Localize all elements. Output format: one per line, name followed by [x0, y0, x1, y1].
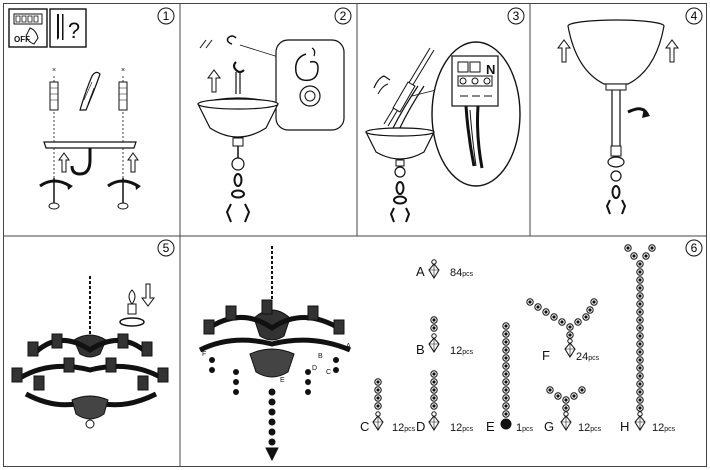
- svg-text:B: B: [416, 342, 425, 357]
- svg-text:12pcs: 12pcs: [652, 422, 676, 434]
- svg-text:12pcs: 12pcs: [578, 422, 602, 434]
- part-c: C 12pcs: [360, 378, 416, 434]
- svg-text:C: C: [360, 419, 369, 434]
- svg-text:2: 2: [340, 9, 347, 23]
- svg-text:×: ×: [52, 67, 56, 74]
- step-number-1: 1: [157, 7, 175, 25]
- part-b: B 12pcs: [416, 316, 474, 357]
- svg-text:4: 4: [691, 9, 698, 23]
- step-number-6: 6: [685, 239, 703, 257]
- svg-text:12pcs: 12pcs: [450, 422, 474, 434]
- svg-text:H: H: [620, 419, 629, 434]
- svg-text:F: F: [542, 348, 550, 363]
- svg-text:3: 3: [513, 9, 520, 23]
- svg-text:A: A: [416, 264, 425, 279]
- svg-text:?: ?: [68, 18, 80, 43]
- part-f: F 24pcs: [526, 298, 600, 363]
- part-g: G 12pcs: [544, 386, 602, 434]
- step-number-3: 3: [507, 7, 525, 25]
- svg-text:12pcs: 12pcs: [450, 345, 474, 357]
- panel-1-mounting: OFF ? × ×: [8, 8, 141, 210]
- svg-text:N: N: [486, 62, 495, 77]
- svg-text:5: 5: [163, 241, 170, 255]
- svg-text:×: ×: [121, 67, 125, 74]
- panel-2-hang-chandelier: [197, 35, 345, 223]
- parts-list: A 84pcs B 12pcs C 12pcs D 12pcs: [360, 244, 676, 434]
- panel-frames: [3, 3, 707, 467]
- svg-text:A: A: [346, 343, 351, 350]
- svg-text:F: F: [202, 351, 206, 358]
- svg-text:B: B: [318, 353, 323, 360]
- svg-text:84pcs: 84pcs: [450, 267, 474, 279]
- svg-text:E: E: [486, 419, 495, 434]
- panel-4-fix-canopy: [557, 19, 679, 215]
- power-off-icon: OFF: [8, 8, 48, 48]
- svg-text:12pcs: 12pcs: [392, 422, 416, 434]
- panel-6-chandelier: A F B E D C: [198, 246, 351, 462]
- part-d: D 12pcs: [416, 370, 474, 434]
- svg-text:G: G: [544, 419, 554, 434]
- svg-text:E: E: [280, 377, 285, 384]
- panel-5-insert-bulbs: [11, 276, 169, 429]
- step-number-2: 2: [334, 7, 352, 25]
- svg-text:OFF: OFF: [14, 35, 30, 44]
- panel-3-wiring: N: [365, 41, 521, 223]
- svg-text:C: C: [326, 369, 331, 376]
- svg-text:1: 1: [163, 9, 170, 23]
- svg-text:24pcs: 24pcs: [576, 351, 600, 363]
- tools-question-icon: ?: [49, 8, 87, 48]
- part-h: H 12pcs: [620, 244, 676, 434]
- part-a: A 84pcs: [416, 259, 474, 279]
- step-number-4: 4: [685, 7, 703, 25]
- svg-text:6: 6: [691, 241, 698, 255]
- step-number-5: 5: [157, 239, 175, 257]
- part-e: E 1pcs: [486, 322, 534, 434]
- svg-text:1pcs: 1pcs: [516, 422, 534, 434]
- svg-text:D: D: [312, 365, 317, 372]
- svg-text:D: D: [416, 419, 425, 434]
